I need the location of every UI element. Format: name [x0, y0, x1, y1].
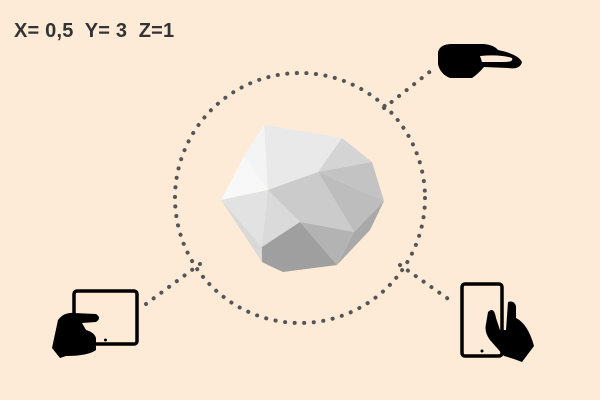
vr-headset-icon [438, 44, 522, 78]
icosahedron-3d-object [221, 125, 384, 272]
connector-phone [398, 263, 456, 305]
connector-headset [382, 68, 434, 110]
smartphone-hand-icon [460, 282, 534, 362]
coordinates-label: X= 0,5 Y= 3 Z=1 [14, 20, 175, 42]
tablet-hand-icon [52, 289, 139, 358]
connector-tablet [144, 262, 202, 306]
sync-circle [173, 71, 427, 325]
